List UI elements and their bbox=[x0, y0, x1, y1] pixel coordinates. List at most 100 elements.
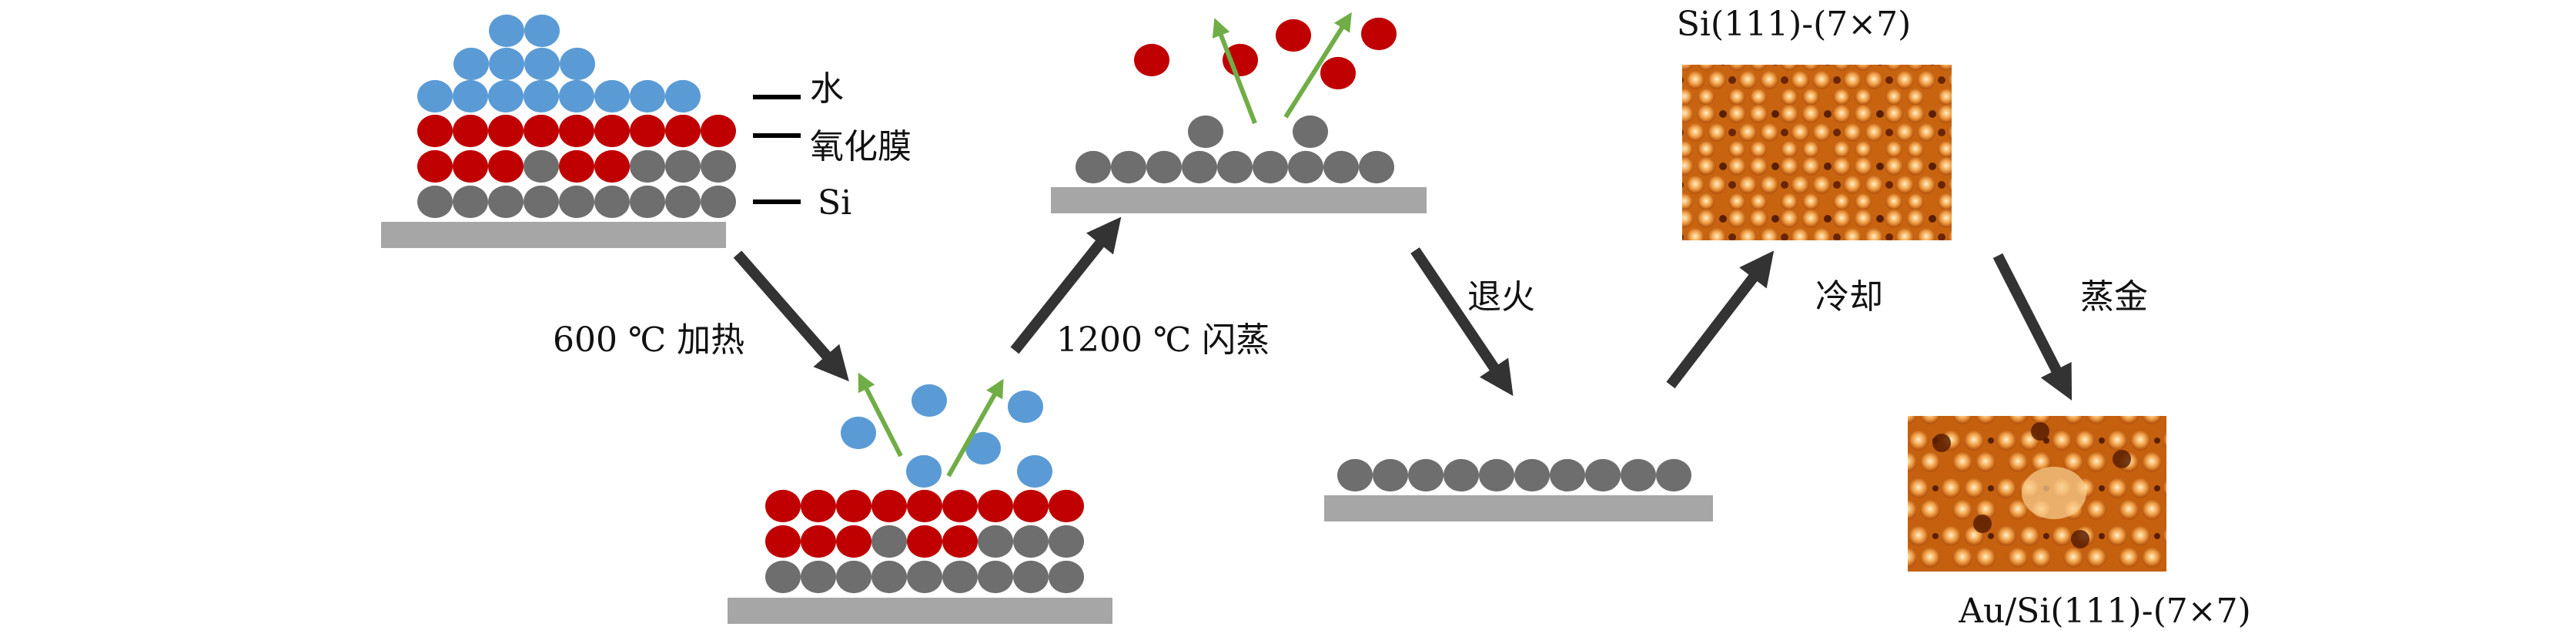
silicon-atom bbox=[1288, 150, 1323, 184]
silicon-atom bbox=[1188, 115, 1223, 149]
stm-island bbox=[2022, 467, 2086, 519]
oxide-atom bbox=[1134, 43, 1169, 77]
label-step5: 蒸金 bbox=[2080, 277, 2148, 317]
silicon-atom bbox=[559, 185, 594, 219]
stm-bottom-caption: Au/Si(111)-(7×7) bbox=[1958, 592, 2251, 631]
silicon-atom bbox=[1076, 150, 1111, 184]
silicon-atom bbox=[1550, 458, 1585, 492]
oxide-atom bbox=[942, 489, 978, 523]
oxide-atom bbox=[1013, 525, 1049, 558]
oxide-atom bbox=[871, 489, 907, 523]
silicon-atom bbox=[801, 560, 836, 594]
silicon-atom bbox=[1253, 150, 1288, 184]
oxide-atom bbox=[907, 489, 942, 523]
oxide-atom bbox=[417, 149, 453, 183]
water-molecule bbox=[1008, 390, 1043, 424]
water-molecule bbox=[560, 47, 595, 81]
silicon-atom bbox=[978, 560, 1013, 594]
water-molecule bbox=[559, 79, 594, 113]
silicon-atom bbox=[836, 560, 871, 594]
oxide-atom bbox=[1013, 489, 1049, 523]
oxide-atom bbox=[801, 525, 836, 558]
escape-arrow bbox=[1283, 12, 1352, 119]
oxide-atom bbox=[488, 149, 524, 183]
silicon-atom bbox=[1359, 150, 1394, 184]
oxide-atom bbox=[453, 149, 488, 183]
silicon-atom bbox=[1585, 458, 1621, 492]
water-molecule bbox=[665, 79, 701, 113]
process-arrow bbox=[733, 250, 849, 382]
silicon-atom bbox=[630, 185, 665, 219]
oxide-atom bbox=[630, 114, 665, 148]
silicon-atom bbox=[453, 185, 488, 219]
substrate-bar bbox=[1051, 187, 1427, 213]
oxide-atom bbox=[1276, 18, 1311, 52]
oxide-atom bbox=[1049, 489, 1084, 523]
oxide-atom bbox=[559, 149, 594, 183]
silicon-atom bbox=[1146, 150, 1182, 184]
silicon-atom bbox=[1013, 560, 1049, 594]
stm-defect bbox=[2071, 530, 2089, 548]
water-molecule bbox=[524, 14, 560, 48]
process-arrow bbox=[1410, 247, 1514, 397]
water-molecule bbox=[489, 47, 524, 81]
process-arrow bbox=[1666, 250, 1775, 389]
water-molecule bbox=[1017, 454, 1052, 488]
label-oxide: 氧化膜 bbox=[810, 127, 912, 166]
process-arrow bbox=[1010, 216, 1122, 354]
silicon-atom bbox=[417, 185, 453, 219]
oxide-atom bbox=[836, 489, 871, 523]
oxide-atom bbox=[559, 114, 594, 148]
oxide-atom bbox=[978, 489, 1013, 523]
oxide-atom bbox=[801, 489, 836, 523]
silicon-atom bbox=[1111, 150, 1146, 184]
oxide-atom bbox=[630, 149, 665, 183]
silicon-atom bbox=[665, 185, 701, 219]
stm-top-caption: Si(111)-(7×7) bbox=[1677, 5, 1912, 44]
oxide-atom bbox=[871, 525, 907, 558]
stm-defect bbox=[2031, 422, 2049, 441]
water-molecule bbox=[965, 431, 1001, 465]
stm-defect bbox=[1973, 515, 1992, 533]
label-step3: 退火 bbox=[1467, 277, 1535, 317]
silicon-atom bbox=[907, 560, 942, 594]
label-si: Si bbox=[818, 183, 851, 223]
oxide-atom bbox=[1049, 525, 1084, 558]
silicon-atom bbox=[1217, 150, 1253, 184]
silicon-atom bbox=[765, 560, 801, 594]
substrate-bar bbox=[728, 598, 1112, 624]
silicon-atom bbox=[524, 185, 559, 219]
oxide-atom bbox=[488, 114, 524, 148]
process-arrow bbox=[1992, 253, 2073, 401]
water-molecule bbox=[488, 79, 524, 113]
oxide-atom bbox=[978, 525, 1013, 558]
label-step1: 600 ℃ 加热 bbox=[553, 320, 744, 360]
water-molecule bbox=[630, 79, 665, 113]
oxide-atom bbox=[765, 525, 801, 558]
substrate-bar bbox=[381, 222, 726, 248]
water-molecule bbox=[489, 14, 524, 48]
silicon-atom bbox=[488, 185, 524, 219]
silicon-atom bbox=[701, 185, 736, 219]
silicon-atom bbox=[1337, 458, 1373, 492]
silicon-atom bbox=[1182, 150, 1217, 184]
oxide-atom bbox=[524, 149, 559, 183]
substrate-bar bbox=[1324, 495, 1713, 521]
silicon-atom bbox=[1373, 458, 1408, 492]
oxide-atom bbox=[417, 114, 453, 148]
oxide-atom bbox=[524, 114, 559, 148]
silicon-atom bbox=[1621, 458, 1656, 492]
silicon-atom bbox=[594, 185, 630, 219]
water-molecule bbox=[906, 454, 942, 488]
oxide-atom bbox=[907, 525, 942, 558]
water-molecule bbox=[524, 79, 559, 113]
water-molecule bbox=[417, 79, 453, 113]
silicon-atom bbox=[1656, 458, 1691, 492]
silicon-atom bbox=[1408, 458, 1444, 492]
escape-arrow bbox=[946, 378, 1004, 478]
water-molecule bbox=[524, 47, 560, 81]
oxide-atom bbox=[665, 149, 701, 183]
water-molecule bbox=[453, 47, 489, 81]
label-water: 水 bbox=[810, 69, 844, 109]
silicon-atom bbox=[1323, 150, 1359, 184]
